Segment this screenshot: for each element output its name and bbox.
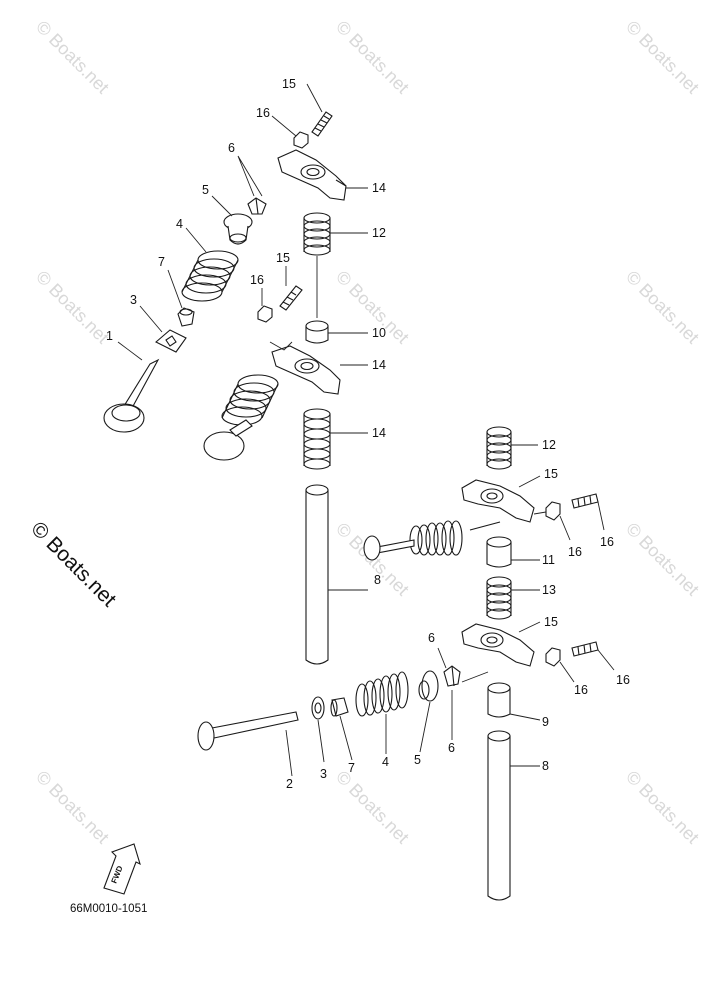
callout-labels: 15 16 6 5 4 7 3 1 14 12 15 16 10 14 14 8… (106, 77, 630, 791)
pushrod-part-8[interactable] (305, 484, 329, 665)
callout-8: 8 (374, 573, 381, 587)
spring-retainer-part-5[interactable] (418, 670, 439, 702)
watermark-text: © Boats.net (32, 767, 113, 848)
callout-14: 14 (372, 181, 386, 195)
spring-part-13[interactable] (303, 408, 331, 470)
forward-direction-badge: FWD (103, 843, 141, 895)
callout-15: 16 (600, 535, 614, 549)
callout-4: 4 (382, 755, 389, 769)
valve-stem-seal-part-7[interactable] (330, 697, 349, 717)
callout-15: 15 (282, 77, 296, 91)
watermark-text: © Boats.net (332, 17, 413, 98)
callout-7: 7 (348, 761, 355, 775)
guide-part-10[interactable] (305, 320, 329, 344)
callout-12: 12 (372, 226, 386, 240)
rocker-arm-part-14[interactable] (461, 623, 535, 667)
callout-6: 6 (448, 741, 455, 755)
callout-6: 6 (228, 141, 235, 155)
pushrod-part-8[interactable] (487, 730, 511, 901)
callout-2: 2 (286, 777, 293, 791)
callout-12: 12 (542, 438, 556, 452)
guide-part-9[interactable] (487, 682, 511, 718)
callout-11: 11 (542, 553, 555, 567)
spring-part-12[interactable] (486, 426, 512, 470)
watermark-text: © Boats.net (32, 267, 113, 348)
rocker-arm-part-14[interactable] (277, 149, 347, 201)
valve-collet-part-6[interactable] (443, 665, 461, 687)
callout-14: 15 (544, 615, 558, 629)
lower-valve-assembly (197, 665, 489, 751)
callout-5: 5 (202, 183, 209, 197)
callout-14: 14 (372, 358, 386, 372)
callout-15: 16 (616, 673, 630, 687)
watermark-text: © Boats.net (622, 267, 703, 348)
locknut-part-16[interactable] (293, 131, 309, 149)
spring-retainer-part-5[interactable] (223, 213, 253, 245)
callout-15: 15 (276, 251, 290, 265)
locknut-part-16[interactable] (257, 305, 273, 323)
locknut-part-16[interactable] (545, 501, 561, 521)
callout-9: 9 (542, 715, 549, 729)
valve-part-1[interactable] (103, 358, 160, 433)
watermark-text: © Boats.net (32, 17, 113, 98)
spring-part-12[interactable] (486, 576, 512, 620)
valve-stem-seal-part-7[interactable] (177, 307, 195, 327)
adjusting-screw-part-15[interactable] (279, 285, 303, 311)
washer-part-3[interactable] (311, 696, 325, 720)
watermark-text: © Boats.net (622, 519, 703, 600)
callout-16: 16 (568, 545, 582, 559)
adjusting-screw-part-15[interactable] (311, 111, 333, 137)
valve-collet-part-6[interactable] (247, 197, 267, 215)
callout-14: 15 (544, 467, 558, 481)
locknut-part-16[interactable] (545, 647, 561, 667)
callout-13: 14 (372, 426, 386, 440)
callout-6: 6 (428, 631, 435, 645)
callout-5: 5 (414, 753, 421, 767)
callout-3: 3 (320, 767, 327, 781)
callout-1: 1 (106, 329, 113, 343)
adjusting-screw-part-15[interactable] (571, 493, 599, 509)
callout-3: 3 (130, 293, 137, 307)
rocker-arm-part-14[interactable] (271, 345, 341, 395)
callout-10: 10 (372, 326, 386, 340)
callout-16: 16 (256, 106, 270, 120)
spring-part-12[interactable] (303, 212, 331, 256)
adjusting-screw-part-15[interactable] (571, 641, 599, 657)
watermark-text: © Boats.net (622, 17, 703, 98)
callout-16: 16 (574, 683, 588, 697)
watermark-text: © Boats.net (332, 767, 413, 848)
right-valve-assembly (363, 426, 599, 901)
valve-spring-assembled[interactable] (203, 374, 279, 461)
diagram-code: 66M0010-1051 (70, 903, 147, 915)
valve-spring-horizontal[interactable] (363, 520, 501, 561)
washer-part-3[interactable] (155, 329, 187, 353)
callout-8: 8 (542, 759, 549, 773)
valve-part-2[interactable] (197, 711, 299, 751)
callout-7: 7 (158, 255, 165, 269)
valve-spring-part-4[interactable] (181, 250, 239, 302)
leader-lines (117, 83, 615, 777)
rocker-arm-part-14[interactable] (461, 479, 535, 523)
callout-16: 16 (250, 273, 264, 287)
watermark-text: © Boats.net (622, 767, 703, 848)
sleeve-part-11[interactable] (486, 536, 512, 568)
callout-4: 4 (176, 217, 183, 231)
valve-spring-part-4[interactable] (355, 671, 409, 717)
side-watermark: © Boats.net (26, 517, 120, 611)
callout-12: 13 (542, 583, 556, 597)
upper-valve-assembly (103, 111, 347, 665)
watermark-layer: © Boats.net © Boats.net © Boats.net © Bo… (32, 17, 703, 848)
